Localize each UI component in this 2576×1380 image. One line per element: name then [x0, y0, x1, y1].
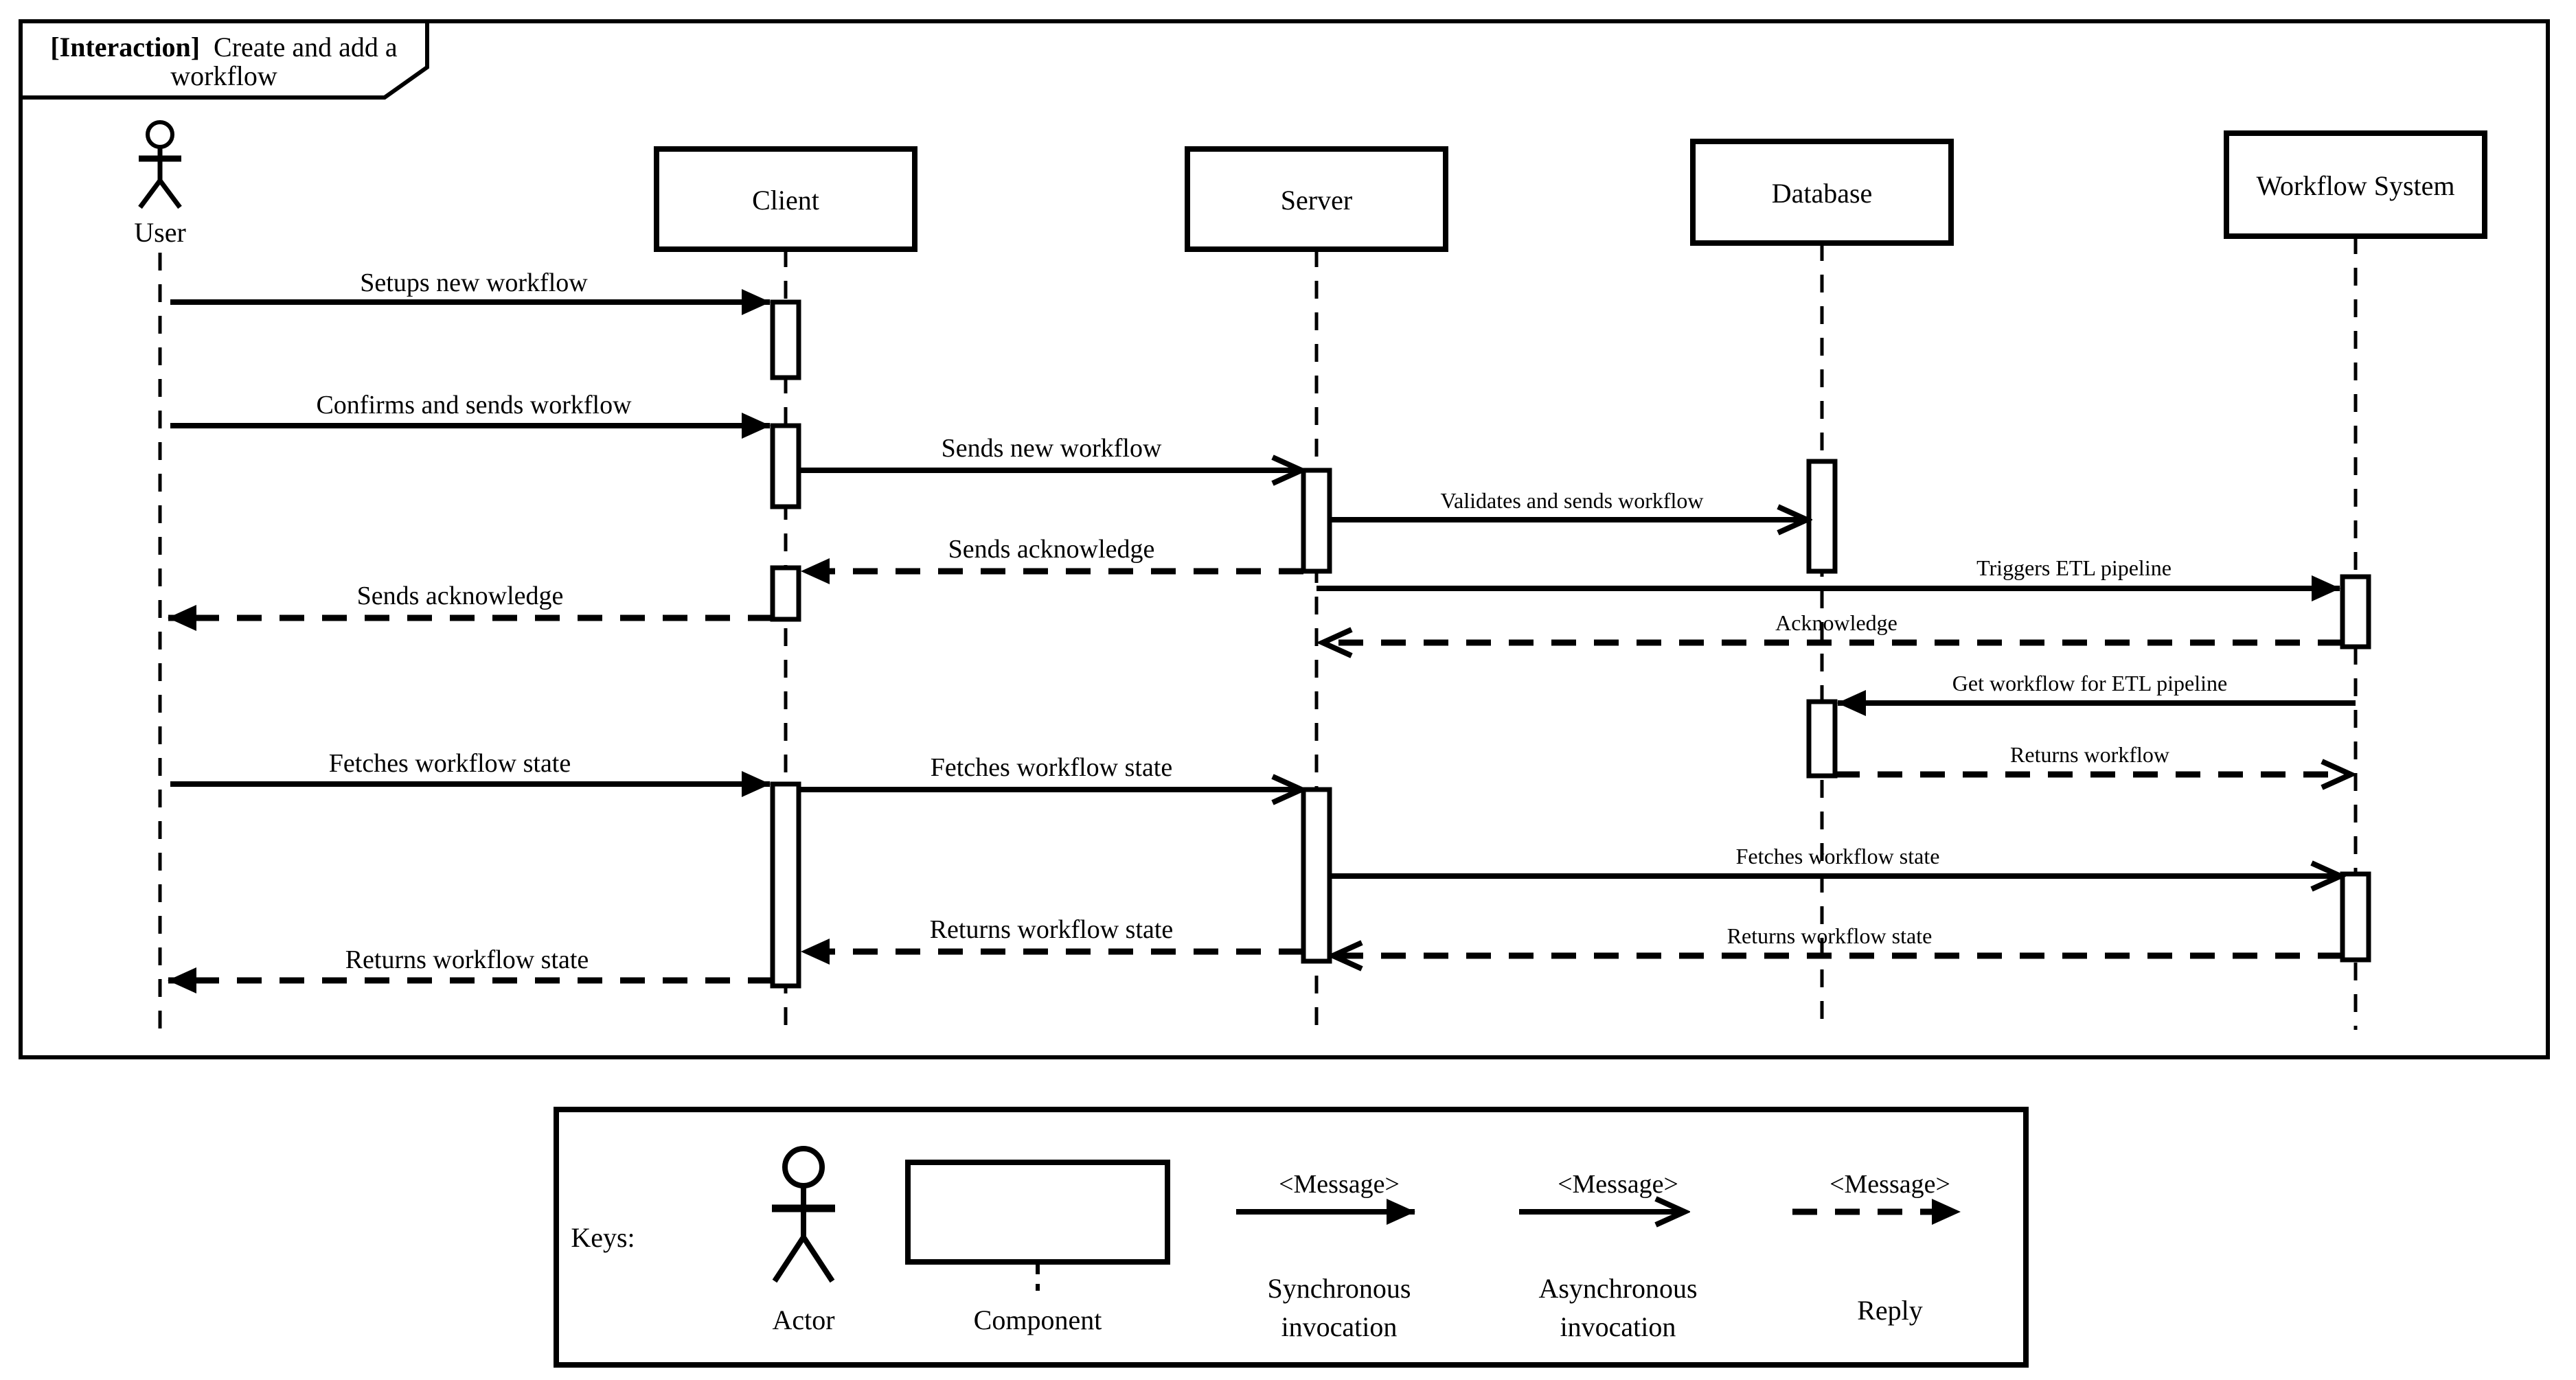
legend-sync-label-line1: Synchronous: [1268, 1273, 1411, 1304]
messages: Setups new workflow Confirms and sends w…: [168, 268, 2356, 993]
title-text: Create and add a: [214, 32, 398, 62]
message-11-label: Fetches workflow state: [931, 753, 1172, 782]
diagram-title: [Interaction] Create and add a: [50, 32, 398, 62]
participant-label-database: Database: [1772, 178, 1873, 209]
activation-server-2: [1301, 787, 1332, 964]
activation-client-1: [770, 299, 801, 380]
message-2-label: Sends new workflow: [942, 434, 1162, 463]
participant-box-database: [1690, 139, 1954, 246]
legend-actor-icon: [772, 1146, 835, 1283]
message-14-label: Returns workflow state: [930, 915, 1174, 944]
activation-database-2: [1806, 699, 1838, 779]
legend-component-label: Component: [974, 1304, 1102, 1335]
activation-workflow-2: [2340, 871, 2371, 963]
message-10-label: Fetches workflow state: [329, 749, 571, 778]
legend-sync-label-line2: invocation: [1281, 1311, 1398, 1342]
legend: Keys: Actor Component <Message> Synchron…: [554, 1107, 2029, 1368]
legend-reply-label: Reply: [1857, 1295, 1923, 1326]
lifelines: [158, 236, 2358, 1030]
message-12-label: Fetches workflow state: [1736, 844, 1940, 869]
legend-keys-label: Keys:: [571, 1222, 635, 1253]
message-5-label: Triggers ETL pipeline: [1976, 555, 2172, 580]
participant-workflow-system: Workflow System: [2224, 130, 2487, 239]
message-7-label: Acknowledge: [1775, 610, 1897, 635]
title-tab: [19, 19, 429, 100]
legend-reply-message: <Message>: [1830, 1170, 1950, 1199]
participant-label-client: Client: [752, 185, 819, 216]
diagram-title-line2: workflow: [170, 60, 277, 91]
actor-icon: [138, 120, 182, 209]
activation-client-2: [770, 423, 801, 509]
message-13-label: Returns workflow state: [1727, 923, 1933, 948]
message-1-label: Confirms and sends workflow: [316, 391, 632, 419]
participant-server: Server: [1185, 146, 1448, 252]
legend-async-message: <Message>: [1558, 1170, 1678, 1199]
legend-component-icon: [905, 1160, 1170, 1265]
participant-user: User: [134, 120, 186, 248]
activation-server-1: [1301, 468, 1332, 574]
message-3-label: Validates and sends workflow: [1440, 488, 1703, 513]
participant-label-server: Server: [1281, 185, 1352, 216]
activation-database-1: [1806, 459, 1838, 574]
message-4-label: Sends acknowledge: [948, 535, 1155, 564]
legend-actor-label: Actor: [772, 1304, 834, 1335]
message-8-label: Get workflow for ETL pipeline: [1952, 671, 2227, 695]
message-6-label: Sends acknowledge: [357, 582, 564, 610]
frame-border: [19, 19, 2550, 1059]
message-0-label: Setups new workflow: [360, 268, 588, 297]
activation-bars: [770, 299, 2371, 989]
participant-box-server: [1185, 146, 1448, 252]
message-9-label: Returns workflow: [2010, 742, 2169, 767]
participant-client: Client: [654, 146, 917, 252]
activation-workflow-1: [2340, 574, 2371, 649]
legend-async-label-line1: Asynchronous: [1538, 1273, 1697, 1304]
participant-label-user: User: [134, 217, 186, 248]
diagram-frame: [Interaction] Create and add a workflow: [19, 19, 2550, 1059]
legend-async-label-line2: invocation: [1560, 1311, 1676, 1342]
activation-client-3: [770, 565, 801, 622]
message-15-label: Returns workflow state: [345, 945, 589, 974]
participant-label-workflow-system: Workflow System: [2257, 170, 2455, 201]
legend-sync-message: <Message>: [1279, 1170, 1400, 1199]
activation-client-4: [770, 781, 801, 989]
title-keyword: [Interaction]: [50, 32, 200, 62]
participant-database: Database: [1690, 139, 1954, 246]
participant-box-client: [654, 146, 917, 252]
participant-box-workflow-system: [2224, 130, 2487, 239]
